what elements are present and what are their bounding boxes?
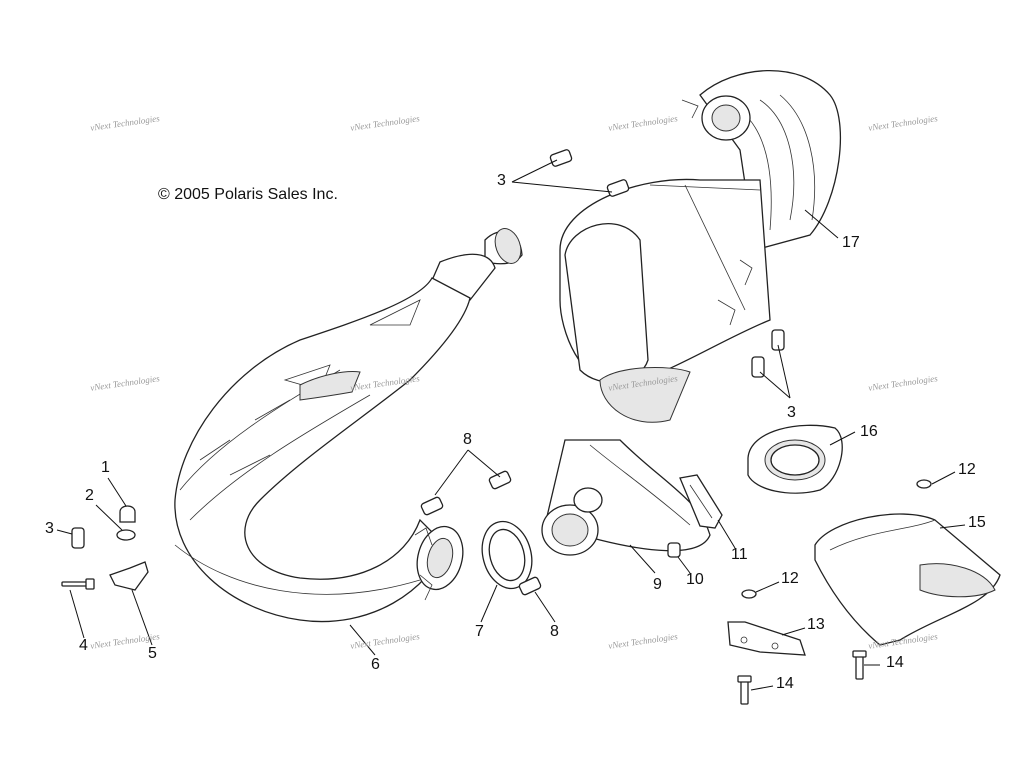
clamp-ring-part-7 — [481, 520, 533, 590]
leader-lines — [56, 159, 966, 691]
callout-12: 12 — [958, 461, 976, 478]
gasket-plate-part-16 — [747, 424, 843, 494]
callout-6: 6 — [371, 656, 380, 673]
callout-9: 9 — [653, 576, 662, 593]
callout-4: 4 — [79, 637, 88, 654]
washer-part-2 — [116, 529, 136, 541]
expansion-chamber-part-6 — [174, 228, 523, 623]
callout-15: 15 — [968, 514, 986, 531]
copyright-text: © 2005 Polaris Sales Inc. — [158, 186, 338, 203]
bolt-part-4 — [61, 578, 95, 590]
fitting-part-10 — [667, 542, 681, 558]
heat-shield-part-15 — [814, 513, 1001, 646]
grommet-part-12 — [916, 479, 932, 489]
callout-3: 3 — [45, 520, 54, 537]
callout-12: 12 — [781, 570, 799, 587]
callout-17: 17 — [842, 234, 860, 251]
callout-11: 11 — [731, 546, 748, 563]
callout-8: 8 — [550, 623, 559, 640]
spring-part-8 — [420, 470, 542, 596]
callout-5: 5 — [148, 645, 157, 662]
exhaust-manifold-part-9 — [541, 439, 711, 556]
callout-16: 16 — [860, 423, 878, 440]
callout-7: 7 — [475, 623, 484, 640]
grommet-part-12-lower — [741, 589, 757, 599]
callout-13: 13 — [807, 616, 825, 633]
callout-2: 2 — [85, 487, 94, 504]
mount-bracket-part-5 — [109, 561, 149, 591]
callout-1: 1 — [101, 459, 110, 476]
callout-8: 8 — [463, 431, 472, 448]
callout-10: 10 — [686, 571, 704, 588]
callout-14: 14 — [776, 675, 794, 692]
callout-3: 3 — [497, 172, 506, 189]
bracket-part-13 — [727, 621, 806, 656]
callout-3: 3 — [787, 404, 796, 421]
muffler-part-17 — [559, 69, 841, 423]
spring-part-3 — [71, 149, 785, 549]
cap-part-1 — [119, 505, 136, 523]
stud-part-14 — [737, 650, 867, 705]
callout-14: 14 — [886, 654, 904, 671]
